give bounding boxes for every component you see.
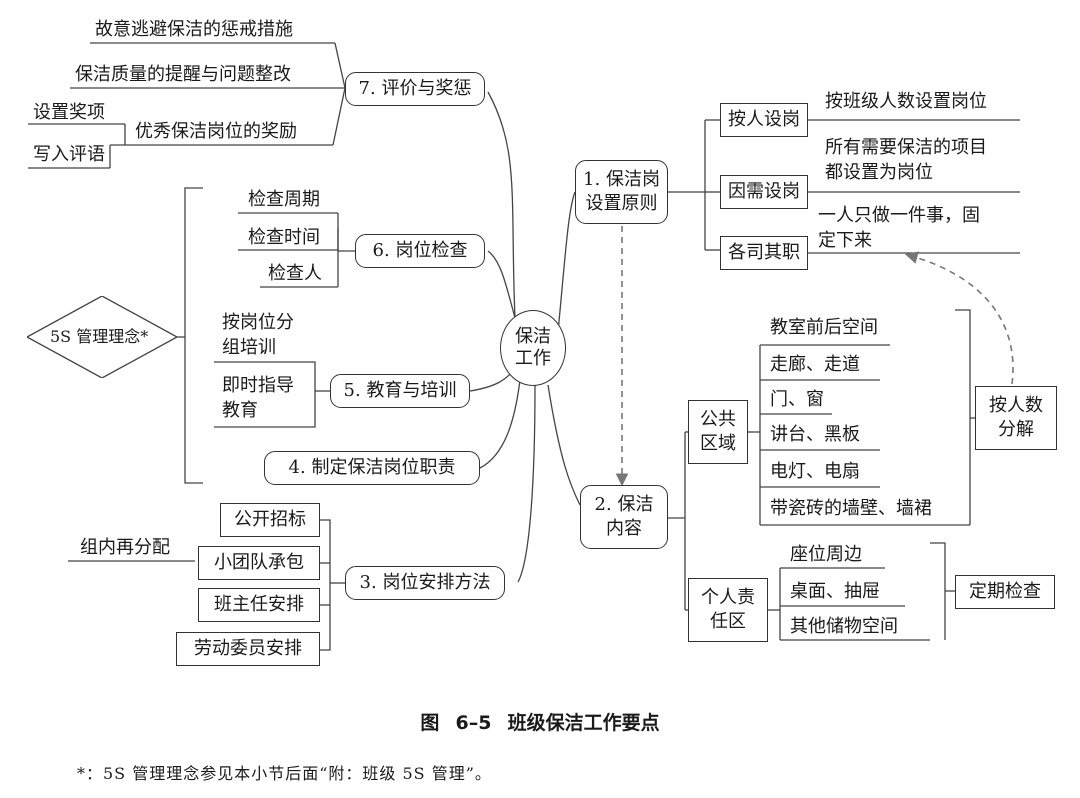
personal-item-storage: 其他储物空间: [790, 616, 898, 637]
inspection-cycle: 检查周期: [248, 189, 320, 210]
5s-concept-label: 5S 管理理念*: [50, 327, 149, 346]
public-item-tile-wall: 带瓷砖的墙壁、墙裙: [770, 498, 932, 519]
topic-setup-principle-line2: 设置原则: [585, 193, 658, 214]
team-contract: 小团队承包: [198, 546, 320, 580]
excellent-post-reward: 优秀保洁岗位的奖励: [135, 121, 297, 142]
head-teacher-arrange-label: 班主任安排: [214, 594, 304, 615]
regular-inspection-label: 定期检查: [969, 581, 1041, 602]
personal-area-line2: 任区: [710, 611, 746, 632]
instant-guidance-line1: 即时指导: [222, 375, 294, 396]
regular-inspection: 定期检查: [955, 575, 1055, 609]
topic-assignment-method-label: 3. 岗位安排方法: [359, 572, 491, 593]
topic-post-inspection-label: 6. 岗位检查: [372, 240, 468, 261]
quality-reminder: 保洁质量的提醒与问题整改: [75, 64, 291, 85]
regroup-distribution: 组内再分配: [80, 537, 170, 558]
public-item-corridor: 走廊、走道: [770, 354, 860, 375]
topic-setup-principle: 1. 保洁岗 设置原则: [575, 160, 668, 224]
public-item-podium: 讲台、黑板: [770, 424, 860, 445]
public-area-line1: 公共: [700, 409, 736, 430]
concept-diamond-shape: [27, 296, 177, 378]
topic-cleaning-content-line2: 内容: [606, 518, 642, 539]
center-node-label: 保洁工作: [515, 326, 551, 369]
punishment-measure: 故意逃避保洁的惩戒措施: [95, 19, 293, 40]
by-need-desc-line1: 所有需要保洁的项目: [825, 137, 987, 158]
by-people-post: 按人设岗: [720, 103, 808, 137]
public-bidding-label: 公开招标: [234, 509, 306, 530]
own-duty-desc-line1: 一人只做一件事，固: [818, 205, 980, 226]
personal-area-line1: 个人责: [701, 587, 755, 608]
topic-education-training-label: 5. 教育与培训: [343, 380, 457, 401]
by-need-desc-line2: 都设置为岗位: [825, 162, 933, 183]
labor-committee-arrange-label: 劳动委员安排: [194, 638, 302, 659]
center-node: 保洁工作: [500, 310, 566, 386]
by-need-post: 因需设岗: [720, 175, 808, 209]
public-bidding: 公开招标: [220, 503, 320, 537]
group-training-line2: 组培训: [222, 337, 276, 358]
labor-committee-arrange: 劳动委员安排: [176, 632, 320, 666]
split-by-people: 按人数 分解: [975, 386, 1057, 450]
topic-cleaning-content-line1: 2. 保洁: [594, 494, 654, 515]
topic-post-inspection: 6. 岗位检查: [355, 234, 485, 268]
topic-education-training: 5. 教育与培训: [330, 374, 470, 408]
group-training-line1: 按岗位分: [222, 312, 294, 333]
public-item-door-window: 门、窗: [770, 389, 824, 410]
own-duty-post: 各司其职: [720, 236, 808, 270]
topic-assignment-method: 3. 岗位安排方法: [345, 566, 505, 600]
instant-guidance-line2: 教育: [222, 400, 258, 421]
by-people-desc: 按班级人数设置岗位: [825, 91, 987, 112]
head-teacher-arrange: 班主任安排: [198, 588, 320, 622]
topic-cleaning-content: 2. 保洁 内容: [580, 485, 668, 549]
topic-setup-principle-line1: 1. 保洁岗: [583, 169, 660, 190]
public-item-lights: 电灯、电扇: [770, 461, 860, 482]
topic-evaluation-reward: 7. 评价与奖惩: [345, 72, 485, 106]
set-award: 设置奖项: [33, 102, 105, 123]
footnote: *：5S 管理理念参见本小节后面“附：班级 5S 管理”。: [77, 764, 492, 783]
write-comment: 写入评语: [33, 144, 105, 165]
own-duty-desc-line2: 定下来: [818, 230, 872, 251]
team-contract-label: 小团队承包: [214, 552, 304, 573]
by-need-post-label: 因需设岗: [728, 181, 800, 202]
public-area: 公共 区域: [688, 400, 748, 464]
figure-caption: 图 6–5 班级保洁工作要点: [420, 712, 660, 734]
split-by-people-line1: 按人数: [989, 395, 1043, 416]
inspection-time: 检查时间: [248, 227, 320, 248]
personal-item-desk: 桌面、抽屉: [790, 581, 880, 602]
public-item-classroom: 教室前后空间: [770, 317, 878, 338]
public-area-line2: 区域: [700, 433, 736, 454]
by-people-post-label: 按人设岗: [728, 109, 800, 130]
topic-post-duties: 4. 制定保洁岗位职责: [264, 451, 480, 485]
own-duty-post-label: 各司其职: [728, 242, 800, 263]
personal-item-seat: 座位周边: [790, 544, 862, 565]
topic-post-duties-label: 4. 制定保洁岗位职责: [288, 457, 456, 478]
inspector: 检查人: [268, 263, 322, 284]
topic-evaluation-reward-label: 7. 评价与奖惩: [358, 78, 472, 99]
split-by-people-line2: 分解: [998, 419, 1034, 440]
personal-area: 个人责 任区: [688, 578, 768, 642]
